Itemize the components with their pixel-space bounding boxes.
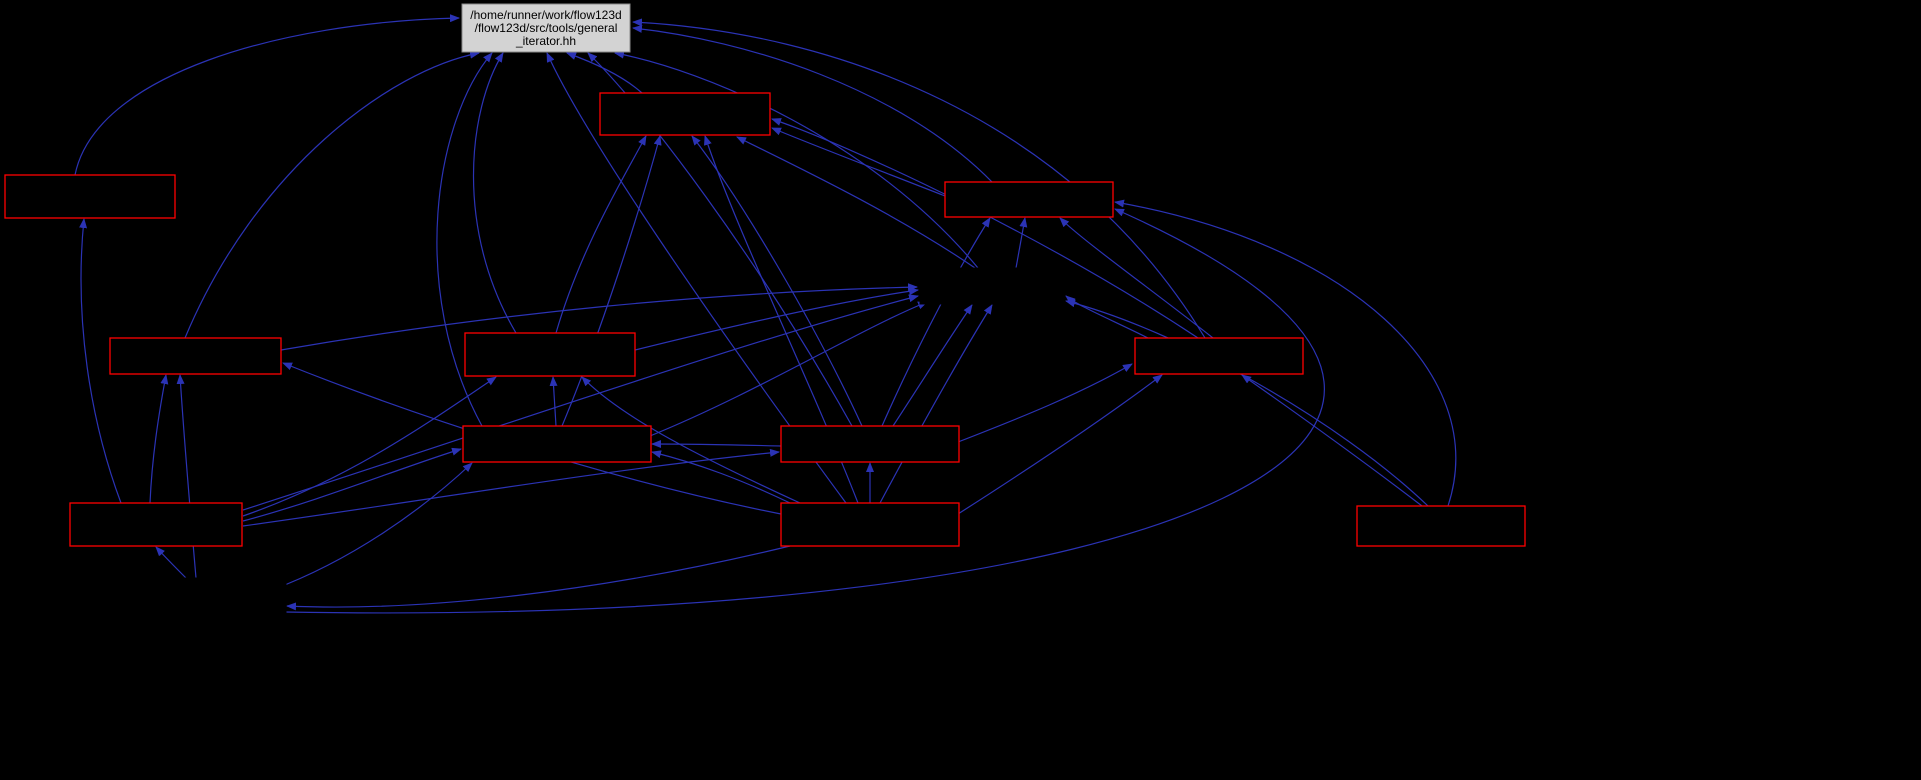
dependency-edge: [472, 52, 517, 334]
dependency-edge: [561, 135, 662, 427]
dependency-edge: [632, 18, 1206, 339]
dependency-edge: [566, 52, 643, 94]
dependency-edge: [1065, 295, 1149, 339]
root-file-node-box[interactable]: [461, 3, 631, 53]
hidden-node-hub1: [919, 267, 1065, 305]
dependency-edge: [881, 217, 991, 427]
dependency-edge: [286, 545, 791, 611]
hidden-nodes-layer: [119, 267, 1065, 615]
root-file-path-line2: /flow123d/src/tools/general: [475, 21, 618, 35]
dependency-edge: [555, 135, 647, 334]
dependency-edge: [632, 24, 993, 183]
edges-layer: [74, 14, 1457, 614]
dependency-edge: [1065, 299, 1429, 507]
dependency-edge: [957, 374, 1163, 515]
dependency-edge: [651, 440, 782, 449]
root-file-path-line3: _iterator.hh: [515, 34, 576, 48]
dependency-edge: [436, 52, 493, 427]
dependency-edge: [79, 218, 122, 504]
dependency-node-n10[interactable]: [780, 502, 960, 547]
dependency-edge: [892, 304, 973, 427]
dependency-edge: [771, 118, 1199, 339]
dependency-edge: [155, 546, 187, 579]
dependency-edge: [1114, 199, 1457, 507]
dependency-edge: [634, 287, 919, 351]
dependency-edge: [581, 376, 801, 504]
root-file-path-line1: /home/runner/work/flow123d: [470, 8, 621, 22]
dependency-edge: [691, 135, 863, 427]
dependency-edge: [271, 462, 473, 591]
dependency-edge: [649, 301, 928, 437]
dependency-edge: [242, 448, 780, 527]
dependency-edge: [879, 304, 993, 504]
dependency-edge: [1059, 217, 1214, 339]
dependency-node-n11[interactable]: [1356, 505, 1526, 547]
dependency-edge: [280, 283, 918, 351]
dependency-edge: [149, 374, 169, 504]
dependency-node-n2[interactable]: [4, 174, 176, 219]
dependency-edge: [614, 50, 979, 269]
dependency-node-n9[interactable]: [69, 502, 243, 547]
hidden-node-hub2: [119, 577, 287, 615]
dependency-edge: [242, 294, 919, 511]
dependency-edge: [242, 447, 462, 522]
dependency-edge: [184, 50, 480, 339]
dependency-node-n6[interactable]: [1134, 337, 1304, 375]
dependency-node-n1[interactable]: [599, 92, 771, 136]
dependency-edge: [176, 374, 197, 579]
dependency-node-n8[interactable]: [780, 425, 960, 463]
dependency-edge: [242, 376, 497, 517]
dependency-edge: [957, 363, 1133, 443]
dependency-edge: [549, 376, 558, 427]
dependency-edge: [736, 136, 979, 271]
dependency-edge: [1015, 217, 1028, 269]
dependency-node-n4[interactable]: [109, 337, 282, 375]
dependency-node-n7[interactable]: [462, 425, 652, 463]
dependency-edge: [1241, 374, 1423, 507]
dependency-edge: [651, 450, 791, 504]
dependency-node-n3[interactable]: [944, 181, 1114, 218]
dependency-edge: [771, 127, 946, 197]
dependency-node-n5[interactable]: [464, 332, 636, 377]
root-file-node[interactable]: /home/runner/work/flow123d /flow123d/src…: [461, 3, 631, 53]
dependency-edge: [74, 14, 460, 176]
dependency-edge: [284, 208, 1325, 614]
nodes-layer: [4, 92, 1526, 547]
